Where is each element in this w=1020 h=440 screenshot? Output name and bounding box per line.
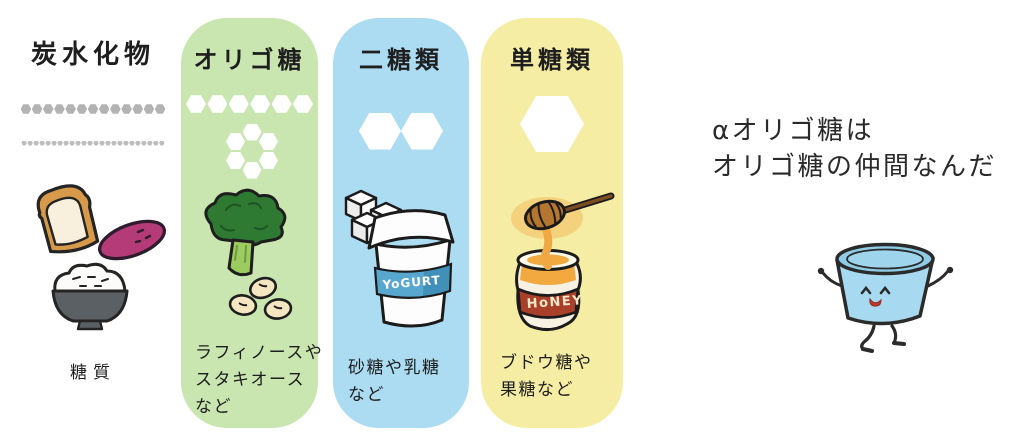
speech-bubble-line-1: αオリゴ糖は xyxy=(712,116,875,146)
hexagon-unit xyxy=(98,104,110,114)
hexagon-unit xyxy=(63,140,69,146)
hexagon-unit xyxy=(105,140,111,146)
monosaccharide-foods-illustration: HoNEY xyxy=(511,192,615,331)
hexagon-unit xyxy=(87,104,99,114)
honey-label: HoNEY xyxy=(526,293,583,312)
hexagon-unit xyxy=(143,104,155,114)
hexagon-unit xyxy=(20,104,32,114)
hexagon-unit xyxy=(154,104,166,114)
character-mouth xyxy=(869,297,882,307)
soybeans-icon xyxy=(228,276,293,320)
hexagon-unit xyxy=(135,140,141,146)
column-title-oligosaccharide: オリゴ糖 xyxy=(193,46,306,74)
column-disaccharide: 二糖類 YoGURT xyxy=(333,18,469,428)
hexagon-unit xyxy=(81,140,87,146)
caption-carbohydrate: 糖質 xyxy=(70,363,116,383)
hexagon-unit xyxy=(117,140,123,146)
hexagon-unit xyxy=(250,95,271,113)
bread-icon xyxy=(36,184,100,254)
speech-bubble-line-2: オリゴ糖の仲間なんだ xyxy=(712,152,998,182)
hexagon-unit xyxy=(69,140,75,146)
hexagon-unit xyxy=(271,95,292,113)
column-title-monosaccharide: 単糖類 xyxy=(510,46,594,74)
hexagon-unit xyxy=(121,104,132,114)
sweet-potato-icon xyxy=(98,219,166,261)
caption-oligosaccharide: ラフィノースや スタキオース など xyxy=(195,343,324,417)
oligo-foods-illustration xyxy=(204,188,293,320)
broccoli-icon xyxy=(204,188,287,277)
hexagon-unit xyxy=(129,140,135,146)
column-monosaccharide: 単糖類 HoNEY ブドウ糖や xyxy=(481,18,623,428)
hexagon-unit xyxy=(31,104,43,114)
hexagon-unit xyxy=(242,161,262,179)
hexagon-unit xyxy=(226,133,246,150)
hexagon-unit xyxy=(207,95,228,113)
hexagon-unit xyxy=(27,140,33,146)
disaccharide-foods-illustration: YoGURT xyxy=(344,189,455,328)
character-left-leg xyxy=(860,324,876,351)
hexagon-unit xyxy=(99,140,105,146)
character-right-foot xyxy=(892,341,906,346)
hexagon-unit xyxy=(401,112,443,150)
carbohydrate-foods-illustration xyxy=(36,184,166,331)
character-left-eye xyxy=(860,285,872,295)
caption-monosaccharide: ブドウ糖や 果糖など xyxy=(500,353,593,400)
character-right-hand xyxy=(946,266,954,274)
hexagon-unit xyxy=(57,140,63,146)
glucose-chain-dots-small xyxy=(21,139,165,147)
column-title-carbohydrate: 炭水化物 xyxy=(30,40,155,70)
hexagon-unit xyxy=(258,133,278,150)
hexagon-unit xyxy=(45,140,51,146)
hexagon-unit xyxy=(359,112,401,150)
character-left-hand xyxy=(817,267,825,275)
hexagon-unit xyxy=(39,140,45,146)
caption-disaccharide: 砂糖や乳糖 など xyxy=(348,358,441,405)
hexagon-unit xyxy=(147,140,153,146)
character-cup-inner-rim xyxy=(846,248,924,270)
rice-bowl-icon xyxy=(51,262,129,331)
hexagon-unit xyxy=(292,95,313,113)
hexagon-unit xyxy=(54,104,65,114)
hexagon-unit xyxy=(153,140,159,146)
yogurt-label: YoGURT xyxy=(381,273,441,292)
hexagon-unit xyxy=(33,140,39,146)
oligo-hex-row xyxy=(186,95,313,113)
hexagon-unit xyxy=(93,140,99,146)
hexagon-unit xyxy=(76,104,88,114)
hexagon-unit xyxy=(132,104,144,114)
hexagon-unit xyxy=(159,140,165,146)
speech-bubble xyxy=(662,65,1020,258)
column-oligosaccharide: オリゴ糖 ラフィノースや スタキオース など xyxy=(181,18,322,428)
character-right-leg xyxy=(890,324,898,345)
oligo-hex-ring xyxy=(221,122,283,180)
hexagon-unit xyxy=(186,95,207,113)
hexagon-unit xyxy=(141,140,147,146)
hexagon-unit xyxy=(51,140,57,146)
monosaccharide-hex xyxy=(520,96,584,152)
hexagon-unit xyxy=(21,140,27,146)
hexagon-unit xyxy=(123,140,129,146)
hexagon-unit xyxy=(87,140,93,146)
character-right-arm xyxy=(926,269,950,288)
hexagon-unit xyxy=(75,140,81,146)
hexagon-unit xyxy=(228,95,249,113)
character-left-foot xyxy=(861,347,874,353)
yogurt-icon: YoGURT xyxy=(367,209,455,328)
character-right-eye xyxy=(879,285,891,295)
hexagon-unit xyxy=(520,96,584,152)
hexagon-unit xyxy=(226,152,246,169)
hexagon-unit xyxy=(65,104,76,114)
glucose-chain-dots-large xyxy=(18,103,168,115)
honey-dipper-icon xyxy=(523,192,615,270)
hexagon-unit xyxy=(110,104,121,114)
column-carbohydrate: 炭水化物 糖質 xyxy=(14,20,172,420)
column-title-disaccharide: 二糖類 xyxy=(359,46,443,74)
hexagon-unit xyxy=(111,140,117,146)
hexagon-unit xyxy=(258,152,278,169)
hexagon-unit xyxy=(242,123,262,141)
cup-character xyxy=(817,242,954,353)
hexagon-unit xyxy=(42,104,54,114)
disaccharide-hex-pair xyxy=(359,112,443,150)
